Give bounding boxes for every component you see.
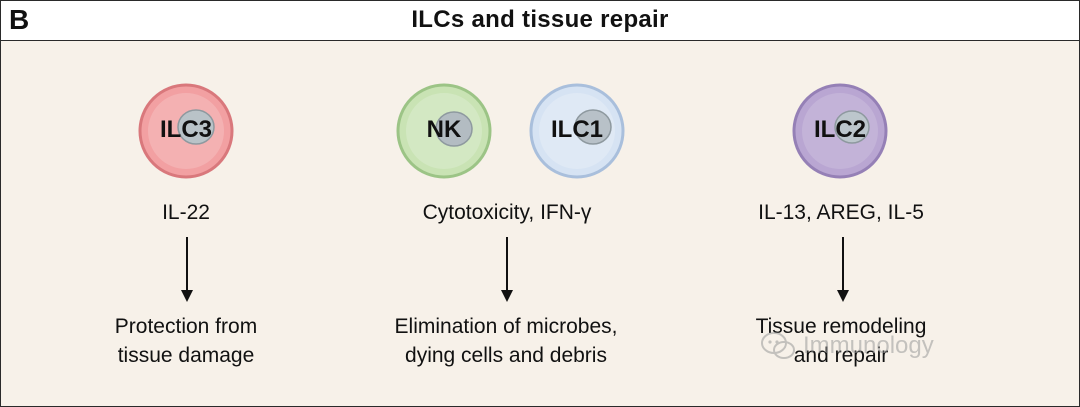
- ilc1-label: ILC1: [550, 116, 603, 143]
- nk-cell-icon: [396, 83, 492, 179]
- ilc3-cell-icon: [138, 83, 234, 179]
- ilc3-outcome: Protection from tissue damage: [61, 312, 311, 370]
- ilc3-down-arrow-icon: [181, 237, 193, 302]
- watermark-text: Immunology: [803, 332, 934, 359]
- ilc3-outcome-line-1: Protection from: [114, 315, 258, 338]
- nk-ilc1-outcome-line-1: Elimination of microbes,: [394, 315, 618, 338]
- nk-ilc1-mediators: Cytotoxicity, IFN-γ: [422, 201, 592, 224]
- ilc2-cell: ILC2: [792, 83, 888, 179]
- ilc2-outcome: Tissue remodeling and repair: [711, 312, 971, 370]
- ilc1-cell-icon: [529, 83, 625, 179]
- panel-header: B ILCs and tissue repair: [1, 1, 1079, 41]
- ilc3-cell: ILC3: [138, 83, 234, 179]
- ilc2-outcome-line-1: Tissue remodeling: [755, 315, 927, 338]
- ilc1-cell: ILC1: [529, 83, 625, 179]
- watermark: Immunology: [761, 331, 934, 361]
- ilc2-down-arrow-icon: [837, 237, 849, 302]
- panel-title: ILCs and tissue repair: [411, 6, 669, 33]
- ilc3-mediators: IL-22: [162, 201, 210, 224]
- ilc2-label: ILC2: [813, 116, 866, 143]
- chat-bubble-icon: [761, 332, 795, 359]
- nk-ilc1-down-arrow-icon: [501, 237, 513, 302]
- ilc3-outcome-line-2: tissue damage: [117, 344, 255, 367]
- nk-label: NK: [426, 116, 462, 143]
- nk-cell: NK: [396, 83, 492, 179]
- panel-letter: B: [9, 4, 30, 35]
- ilc2-outcome-line-2: and repair: [793, 344, 889, 367]
- ilc2-cell-icon: [792, 83, 888, 179]
- ilc3-label: ILC3: [159, 116, 212, 143]
- nk-ilc1-outcome-line-2: dying cells and debris: [405, 344, 607, 367]
- nk-ilc1-outcome: Elimination of microbes, dying cells and…: [341, 312, 671, 370]
- ilc2-mediators: IL-13, AREG, IL-5: [758, 201, 924, 224]
